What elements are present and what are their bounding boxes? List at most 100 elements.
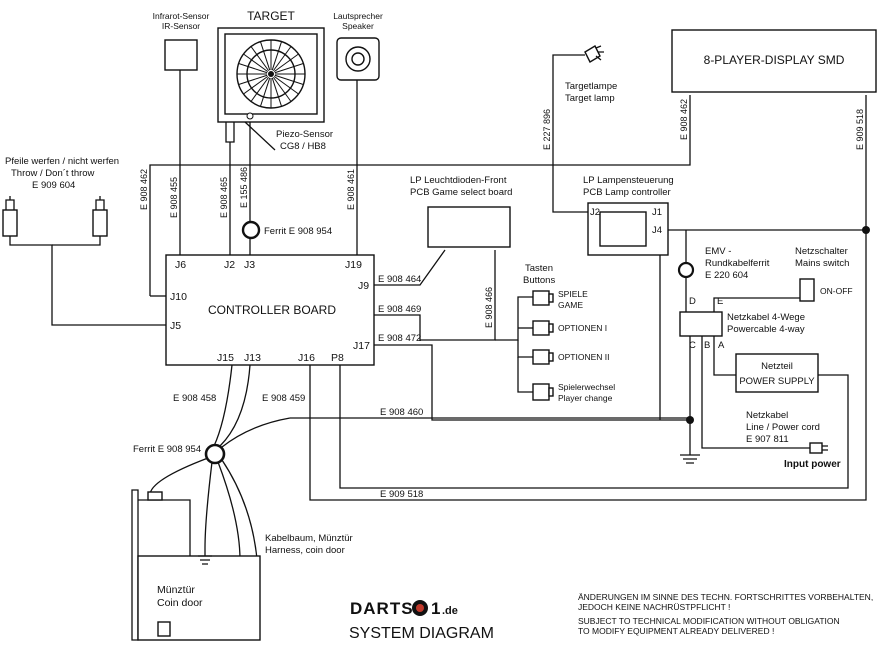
button-option1-label: OPTIONEN I xyxy=(558,323,607,333)
button-game-label-en: GAME xyxy=(558,300,583,310)
connector-j5: J5 xyxy=(170,320,181,332)
harness-label-en: Harness, coin door xyxy=(265,545,345,556)
button-option2-icon xyxy=(532,349,554,365)
target-bullseye xyxy=(268,71,274,77)
wire-btn-player xyxy=(517,357,533,393)
target-segment-line xyxy=(274,74,304,85)
ferrite-bottom-icon xyxy=(204,443,226,465)
throw-label-de: Pfeile werfen / nicht werfen xyxy=(5,156,119,167)
cable-label-e908465: E 908 465 xyxy=(219,177,229,218)
coin-door-label-de: Münztür xyxy=(157,584,195,596)
target-segment-line xyxy=(260,41,271,71)
wire-e908472 xyxy=(374,344,690,421)
power-supply-box xyxy=(735,353,819,393)
line-cord-part: E 907 811 xyxy=(746,434,789,445)
logo-o-center xyxy=(416,604,424,612)
powercable-d: D xyxy=(689,296,696,307)
logo-number: 1 xyxy=(431,599,440,618)
button-option1-icon xyxy=(532,320,554,336)
led-front-label-en: PCB Game select board xyxy=(410,187,512,198)
emv-label-3: E 220 604 xyxy=(705,270,748,281)
wire-e227896 xyxy=(552,54,588,213)
connector-j16: J16 xyxy=(298,352,315,364)
coin-door-ground-icon xyxy=(198,548,212,565)
wire-a xyxy=(713,336,736,376)
wire-e909518-bottom xyxy=(309,230,867,501)
target-lamp-socket xyxy=(246,112,254,120)
cable-label-e908462: E 908 462 xyxy=(139,169,149,210)
cable-label-e908461: E 908 461 xyxy=(346,169,356,210)
cable-label-e908464: E 908 464 xyxy=(378,274,421,285)
connector-p8: P8 xyxy=(331,352,344,364)
lamp-controller-chip xyxy=(599,211,647,247)
cable-label-e908459: E 908 459 xyxy=(262,393,305,404)
connector-j6: J6 xyxy=(175,259,186,271)
input-power-label: Input power xyxy=(784,459,841,470)
connector-j10: J10 xyxy=(170,291,187,303)
button-player-change-label-en: Player change xyxy=(558,393,613,403)
wire-harness-4 xyxy=(204,461,213,549)
buttons-heading-en: Buttons xyxy=(523,275,555,286)
lamp-controller-label-en: PCB Lamp controller xyxy=(583,187,671,198)
cable-label-e909518-display: E 909 518 xyxy=(855,109,865,150)
coin-door-connector xyxy=(147,491,163,501)
connector-j15: J15 xyxy=(217,352,234,364)
connector-j9: J9 xyxy=(358,280,369,292)
target-segment-line xyxy=(274,63,304,74)
target-segment-line xyxy=(273,75,299,95)
button-game-icon xyxy=(532,290,554,306)
player-display-label: 8-PLAYER-DISPLAY SMD xyxy=(704,53,845,67)
wire-btn-game xyxy=(495,296,533,341)
junction-dot xyxy=(686,416,694,424)
target-segment-line xyxy=(238,74,268,85)
connector-j19: J19 xyxy=(345,259,362,271)
coin-door-lock xyxy=(157,621,171,637)
plug-icon xyxy=(809,442,823,454)
wire-e908462-display xyxy=(149,95,691,296)
cable-label-e908469: E 908 469 xyxy=(378,304,421,315)
ferrite-top-label: Ferrit E 908 954 xyxy=(264,226,332,237)
target-segment-line xyxy=(260,77,271,107)
target-segment-line xyxy=(250,46,270,72)
target-segment-line xyxy=(272,46,292,72)
powercable-a: A xyxy=(718,340,725,351)
lamp-connector-j4: J4 xyxy=(652,225,662,236)
wire-e xyxy=(713,297,800,312)
mains-switch-label-en: Mains switch xyxy=(795,258,849,269)
wire-e909518-display xyxy=(668,95,867,231)
cable-label-e908460: E 908 460 xyxy=(380,407,423,418)
target-segment-line xyxy=(250,76,270,102)
notice-en-2: TO MODIFY EQUIPMENT ALREADY DELIVERED ! xyxy=(578,626,774,636)
connector-j17: J17 xyxy=(353,340,370,352)
piezo-label-1: Piezo-Sensor xyxy=(276,129,333,140)
ir-sensor-label-de: Infrarot-Sensor xyxy=(153,11,210,21)
piezo-label-2: CG8 / HB8 xyxy=(280,141,326,152)
system-diagram-title: SYSTEM DIAGRAM xyxy=(349,625,494,642)
target-segment-line xyxy=(243,75,269,95)
target-segment-line xyxy=(271,41,282,71)
piezo-leader xyxy=(244,121,276,151)
psu-label-en: POWER SUPPLY xyxy=(739,376,815,387)
connector-j3: J3 xyxy=(244,259,255,271)
cable-label-e908462-display: E 908 462 xyxy=(679,99,689,140)
connector-j2: J2 xyxy=(224,259,235,271)
target-segment-line xyxy=(238,63,268,74)
button-option2-label: OPTIONEN II xyxy=(558,352,609,362)
led-front-label-de: LP Leuchtdioden-Front xyxy=(410,175,507,186)
button-game-label-de: SPIELE xyxy=(558,289,588,299)
cable-label-e908466: E 908 466 xyxy=(484,287,494,328)
wire-throw-switch-2 xyxy=(52,235,101,246)
on-off-label: ON-OFF xyxy=(820,286,853,296)
cable-label-e908455: E 908 455 xyxy=(169,177,179,218)
controller-board-title: CONTROLLER BOARD xyxy=(208,303,336,317)
wire-btn-opt2 xyxy=(517,340,533,358)
cable-label-e908472: E 908 472 xyxy=(378,333,421,344)
ir-sensor-box xyxy=(164,39,198,71)
notice-en-1: SUBJECT TO TECHNICAL MODIFICATION WITHOU… xyxy=(578,616,840,626)
button-player-change-label-de: Spielerwechsel xyxy=(558,382,615,392)
target-lamp-icon xyxy=(584,45,604,63)
mains-switch-label-de: Netzschalter xyxy=(795,246,848,257)
speaker-label-de: Lautsprecher xyxy=(333,11,383,21)
wire-harness-3 xyxy=(149,457,209,496)
